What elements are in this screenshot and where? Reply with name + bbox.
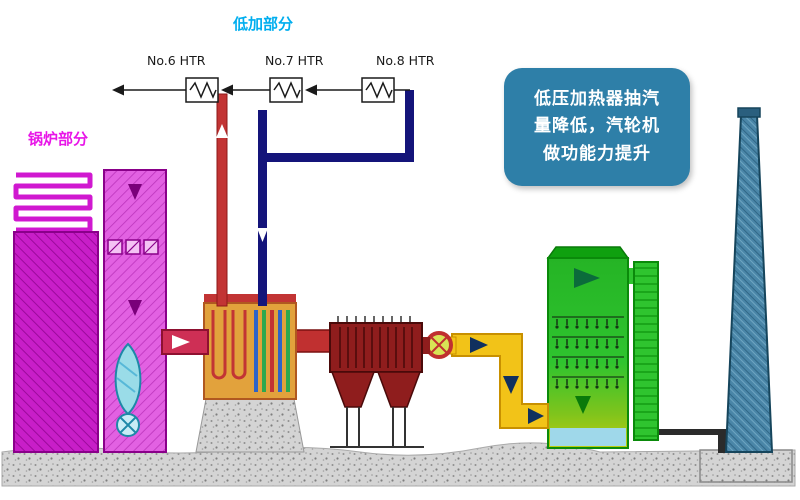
hot-water-pipe — [216, 93, 228, 307]
flow-arrow-down — [503, 376, 519, 394]
steam-arrow-left — [221, 84, 233, 96]
absorber-liquid — [550, 428, 626, 446]
flue-gas-economizer — [195, 294, 305, 453]
absorber-top-cap — [546, 246, 630, 259]
flow-arrow-right — [172, 335, 190, 349]
induced-draft-fan — [425, 331, 457, 359]
esp-inlet-duct — [295, 329, 331, 353]
chimney-pedestal — [699, 449, 793, 483]
chimney — [656, 107, 774, 453]
condensate-pipe-riser — [405, 90, 414, 162]
flow-arrow-up — [216, 124, 228, 138]
label-heater-no8: No.8 HTR — [376, 53, 435, 68]
esp-hopper — [330, 371, 376, 408]
steam-arrow-left — [112, 84, 124, 96]
callout-line-1: 低压加热器抽汽 — [534, 88, 660, 109]
ground — [1, 442, 796, 487]
steam-arrow-left — [305, 84, 317, 96]
gas-down-arrow — [128, 300, 142, 316]
gas-down-arrow — [128, 184, 142, 200]
slurry-down-arrow — [575, 396, 591, 414]
boiler — [13, 169, 209, 453]
condensate-pipe-horizontal — [258, 153, 414, 162]
flow-arrow-down — [257, 228, 268, 242]
economizer-foundation — [195, 398, 305, 453]
esp-legs — [346, 407, 406, 447]
chimney-inlet-pipe — [656, 429, 724, 435]
label-low-pressure-heater-section: 低加部分 — [233, 15, 294, 33]
callout-line-3: 做功能力提升 — [543, 143, 651, 164]
esp-insulators — [337, 316, 411, 323]
heater-no6-symbol — [185, 77, 219, 103]
flow-arrow-right — [470, 337, 488, 353]
boiler-superheater-coils — [13, 172, 93, 233]
flue-duct-yellow — [451, 333, 549, 429]
gas-exit-arrow — [574, 268, 600, 288]
economizer-u-tubes — [211, 310, 247, 380]
callout-line-2: 量降低，汽轮机 — [534, 116, 660, 137]
label-heater-no7: No.7 HTR — [265, 53, 324, 68]
esp-hopper — [376, 371, 422, 408]
absorber-outlet-duct — [633, 261, 659, 441]
economizer-top-header — [204, 294, 296, 303]
spray-levels — [552, 316, 624, 390]
electrostatic-precipitator — [295, 316, 430, 448]
esp-outlet-stub — [422, 337, 430, 354]
lp-heater-train — [112, 77, 410, 103]
label-heater-no6: No.6 HTR — [147, 53, 206, 68]
flow-arrow-enter — [528, 408, 544, 424]
chimney-cap — [737, 107, 761, 118]
label-boiler-section: 锅炉部分 — [28, 130, 89, 148]
heater-water-pipes — [216, 90, 414, 307]
boiler-furnace — [13, 231, 99, 453]
callout-benefit-note: 低压加热器抽汽 量降低，汽轮机 做功能力提升 — [504, 68, 690, 186]
esp-plates — [334, 327, 418, 368]
condensate-pipe-vertical — [258, 110, 267, 306]
absorber-tower — [546, 246, 659, 449]
